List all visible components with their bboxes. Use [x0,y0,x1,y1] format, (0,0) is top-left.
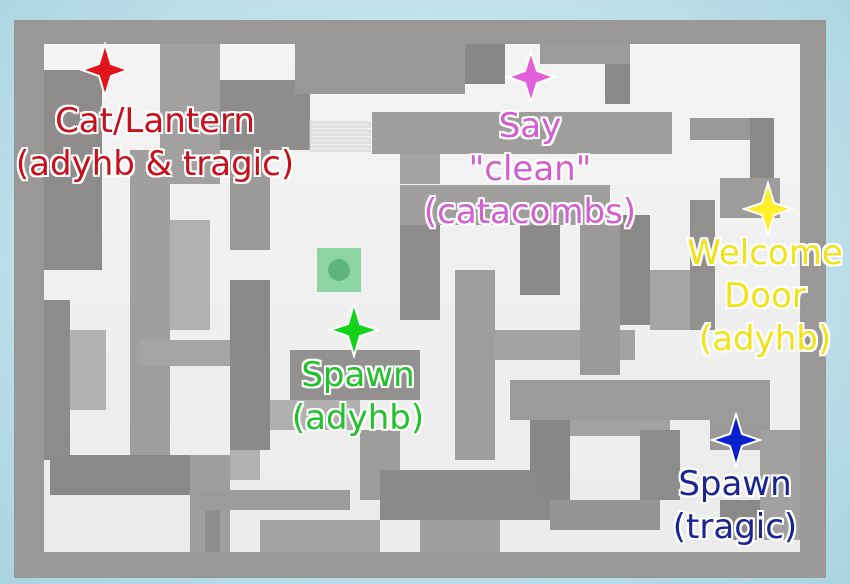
pink-four-point-star-icon [506,50,556,104]
say-clean-line2: "clean" [468,149,592,189]
spawn-tragic-line1: Spawn [678,464,792,504]
welcome-door-line1: Welcome [687,233,843,273]
yellow-four-point-star-icon [742,181,794,237]
spawn-tragic-label: Spawn (tragic) [660,463,810,549]
say-clean-line3: (catacombs) [423,192,637,232]
spawn-adyhb-line1: Spawn [301,355,415,395]
say-clean-line1: Say [498,106,562,146]
red-four-point-star-icon [80,42,130,98]
green-four-point-star-icon [328,302,380,358]
welcome-door-line2: Door [724,276,806,316]
welcome-door-line3: (adyhb) [698,319,832,359]
cat-lantern-line2: (adyhb & tragic) [15,144,295,184]
cat-lantern-label: Cat/Lantern (adyhb & tragic) [5,100,305,186]
say-clean-label: Say "clean" (catacombs) [400,105,660,234]
spawn-tragic-line2: (tragic) [672,507,798,547]
welcome-door-label: Welcome Door (adyhb) [680,232,850,361]
spawn-adyhb-label: Spawn (adyhb) [278,354,438,440]
spawn-pad-emblem [328,259,350,281]
cat-lantern-line1: Cat/Lantern [55,101,255,141]
maze-walls [14,20,826,578]
staircase [309,121,371,152]
blue-four-point-star-icon [710,412,762,468]
spawn-adyhb-line2: (adyhb) [291,398,425,438]
